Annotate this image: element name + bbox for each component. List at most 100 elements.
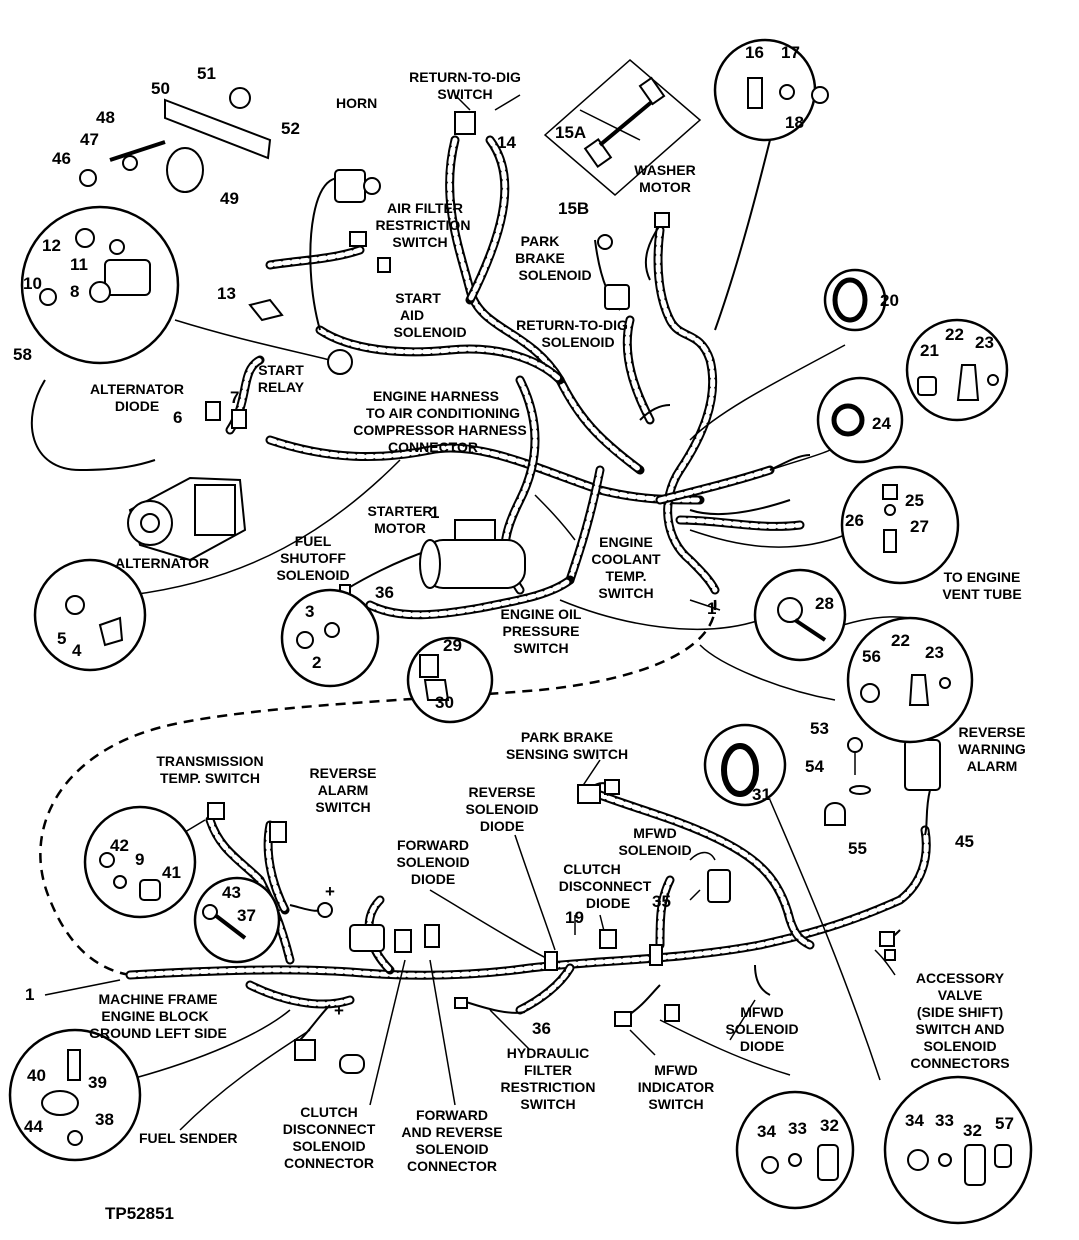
callout-49: 49: [220, 189, 239, 208]
clutch-disconnect-solenoid-connector-body: [349, 924, 385, 952]
callout-33: 33: [788, 1119, 807, 1138]
callout-32: 32: [963, 1121, 982, 1140]
callout-23: 23: [975, 333, 994, 352]
callout-42: 42: [110, 836, 129, 855]
detail-circle-32-34-57-right: [883, 1075, 1033, 1225]
detail-circle-37-43: [193, 876, 281, 964]
callout-25: 25: [905, 491, 924, 510]
callout-33: 33: [935, 1111, 954, 1130]
callout-22: 22: [891, 631, 910, 650]
callout-36: 36: [532, 1019, 551, 1038]
upper-harness: [225, 135, 805, 620]
callout-30: 30: [435, 693, 454, 712]
detail-circle-56-22-23: [846, 616, 974, 744]
callout-6: 6: [173, 408, 182, 427]
callout-18: 18: [785, 113, 804, 132]
label-alternator: ALTERNATOR: [115, 555, 209, 571]
callout-13: 13: [217, 284, 236, 303]
callout-4: 4: [72, 641, 82, 660]
callout-5: 5: [57, 629, 66, 648]
callout-31: 31: [752, 785, 771, 804]
callout-38: 38: [95, 1110, 114, 1129]
horn-body: [334, 169, 366, 203]
components: [127, 59, 941, 1074]
detail-circle-9-41-42: [83, 805, 197, 919]
lower-leaders: [44, 759, 896, 1131]
callout-8: 8: [70, 282, 79, 301]
callout-1: 1: [430, 503, 439, 522]
callout-55: 55: [848, 839, 867, 858]
callout-23: 23: [925, 643, 944, 662]
callout-24: 24: [872, 414, 891, 433]
callout-7: 7: [230, 388, 239, 407]
callout-46: 46: [52, 149, 71, 168]
callout-34: 34: [905, 1111, 924, 1130]
detail-circle-2-3: [280, 588, 380, 688]
alternator-body: [127, 476, 247, 562]
callout-32: 32: [820, 1116, 839, 1135]
bracket-assembly-46-52: [79, 87, 272, 193]
callout-16: 16: [745, 43, 764, 62]
callout-2: 2: [312, 653, 321, 672]
callout-17: 17: [781, 43, 800, 62]
starter-motor-body: [419, 519, 526, 589]
callout-numbers: 1 1 1 2 3 4 5 6 7 8 9 10 11 12 13 14 15A…: [13, 43, 1014, 1141]
callout-41: 41: [162, 863, 181, 882]
callout-34: 34: [757, 1122, 776, 1141]
callout-1: 1: [25, 985, 34, 1004]
callout-52: 52: [281, 119, 300, 138]
callout-51: 51: [197, 64, 216, 83]
callout-45: 45: [955, 832, 974, 851]
label-horn: HORN: [336, 95, 377, 111]
callout-1: 1: [707, 599, 716, 618]
callout-11: 11: [70, 255, 88, 274]
detail-circles: [8, 38, 1033, 1225]
callout-44: 44: [24, 1117, 43, 1136]
callout-58: 58: [13, 345, 32, 364]
ground-plus-sign: +: [334, 1001, 344, 1020]
callout-19: 19: [565, 908, 584, 927]
lower-harness: [125, 790, 931, 1015]
callout-43: 43: [222, 883, 241, 902]
callout-9: 9: [135, 850, 144, 869]
callout-21: 21: [920, 341, 939, 360]
callout-15b: 15B: [558, 199, 589, 218]
callout-14: 14: [497, 133, 516, 152]
callout-12: 12: [42, 236, 61, 255]
figure-id: TP52851: [105, 1204, 174, 1223]
callout-36: 36: [375, 583, 394, 602]
callout-40: 40: [27, 1066, 46, 1085]
return-to-dig-switch-body: [454, 111, 476, 135]
callout-22: 22: [945, 325, 964, 344]
detail-circle-4-5: [33, 558, 147, 672]
callout-57: 57: [995, 1114, 1014, 1133]
callout-3: 3: [305, 602, 314, 621]
callout-10: 10: [23, 274, 42, 293]
